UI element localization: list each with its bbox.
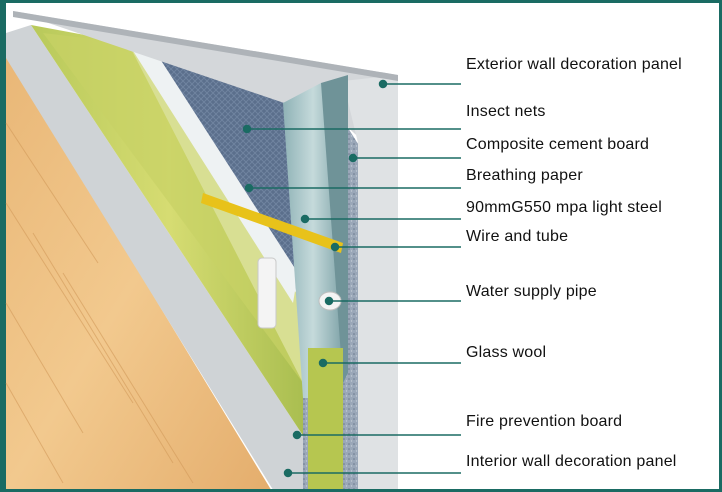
leader-dot-water — [324, 296, 334, 306]
label-exterior-wall-decoration-panel: Exterior wall decoration panel — [466, 56, 682, 73]
exterior-wall-panel-face — [343, 75, 398, 489]
interior-wall-panel — [3, 3, 6, 489]
label-fire-prevention-board: Fire prevention board — [466, 413, 623, 430]
label-breathing-paper: Breathing paper — [466, 167, 583, 184]
wood-grain — [5, 122, 194, 484]
label-wire-and-tube: Wire and tube — [466, 228, 569, 245]
leader-dot-insect — [242, 124, 252, 134]
leader-dot-breathing — [244, 183, 254, 193]
label-composite-cement-board: Composite cement board — [466, 136, 650, 153]
leader-dot-exterior — [378, 79, 388, 89]
breathing-paper — [128, 43, 298, 303]
label-water-supply-pipe: Water supply pipe — [466, 283, 597, 300]
exterior-panel-edge — [13, 11, 398, 81]
leader-dot-fire — [292, 430, 302, 440]
fire-prevention-board — [6, 25, 308, 489]
insect-net — [153, 48, 313, 313]
wall-cutaway-illustration — [3, 3, 461, 489]
leader-dot-interior — [283, 468, 293, 478]
leader-dot-cement — [348, 153, 358, 163]
wire-tube — [201, 193, 343, 253]
leader-lines — [242, 79, 461, 478]
light-steel-flange — [321, 75, 348, 383]
label-interior-wall-decoration-panel: Interior wall decoration panel — [466, 453, 677, 470]
glass-wool-batt — [43, 33, 303, 383]
leader-dot-wire — [330, 242, 340, 252]
glass-wool-block — [308, 348, 343, 489]
label-light-steel: 90mmG550 mpa light steel — [466, 199, 663, 216]
label-glass-wool: Glass wool — [466, 344, 547, 361]
leader-dot-steel — [300, 214, 310, 224]
glass-wool — [31, 25, 308, 443]
water-supply-pipe — [257, 257, 277, 329]
label-insect-nets: Insect nets — [466, 103, 546, 120]
leader-dot-glass — [318, 358, 328, 368]
